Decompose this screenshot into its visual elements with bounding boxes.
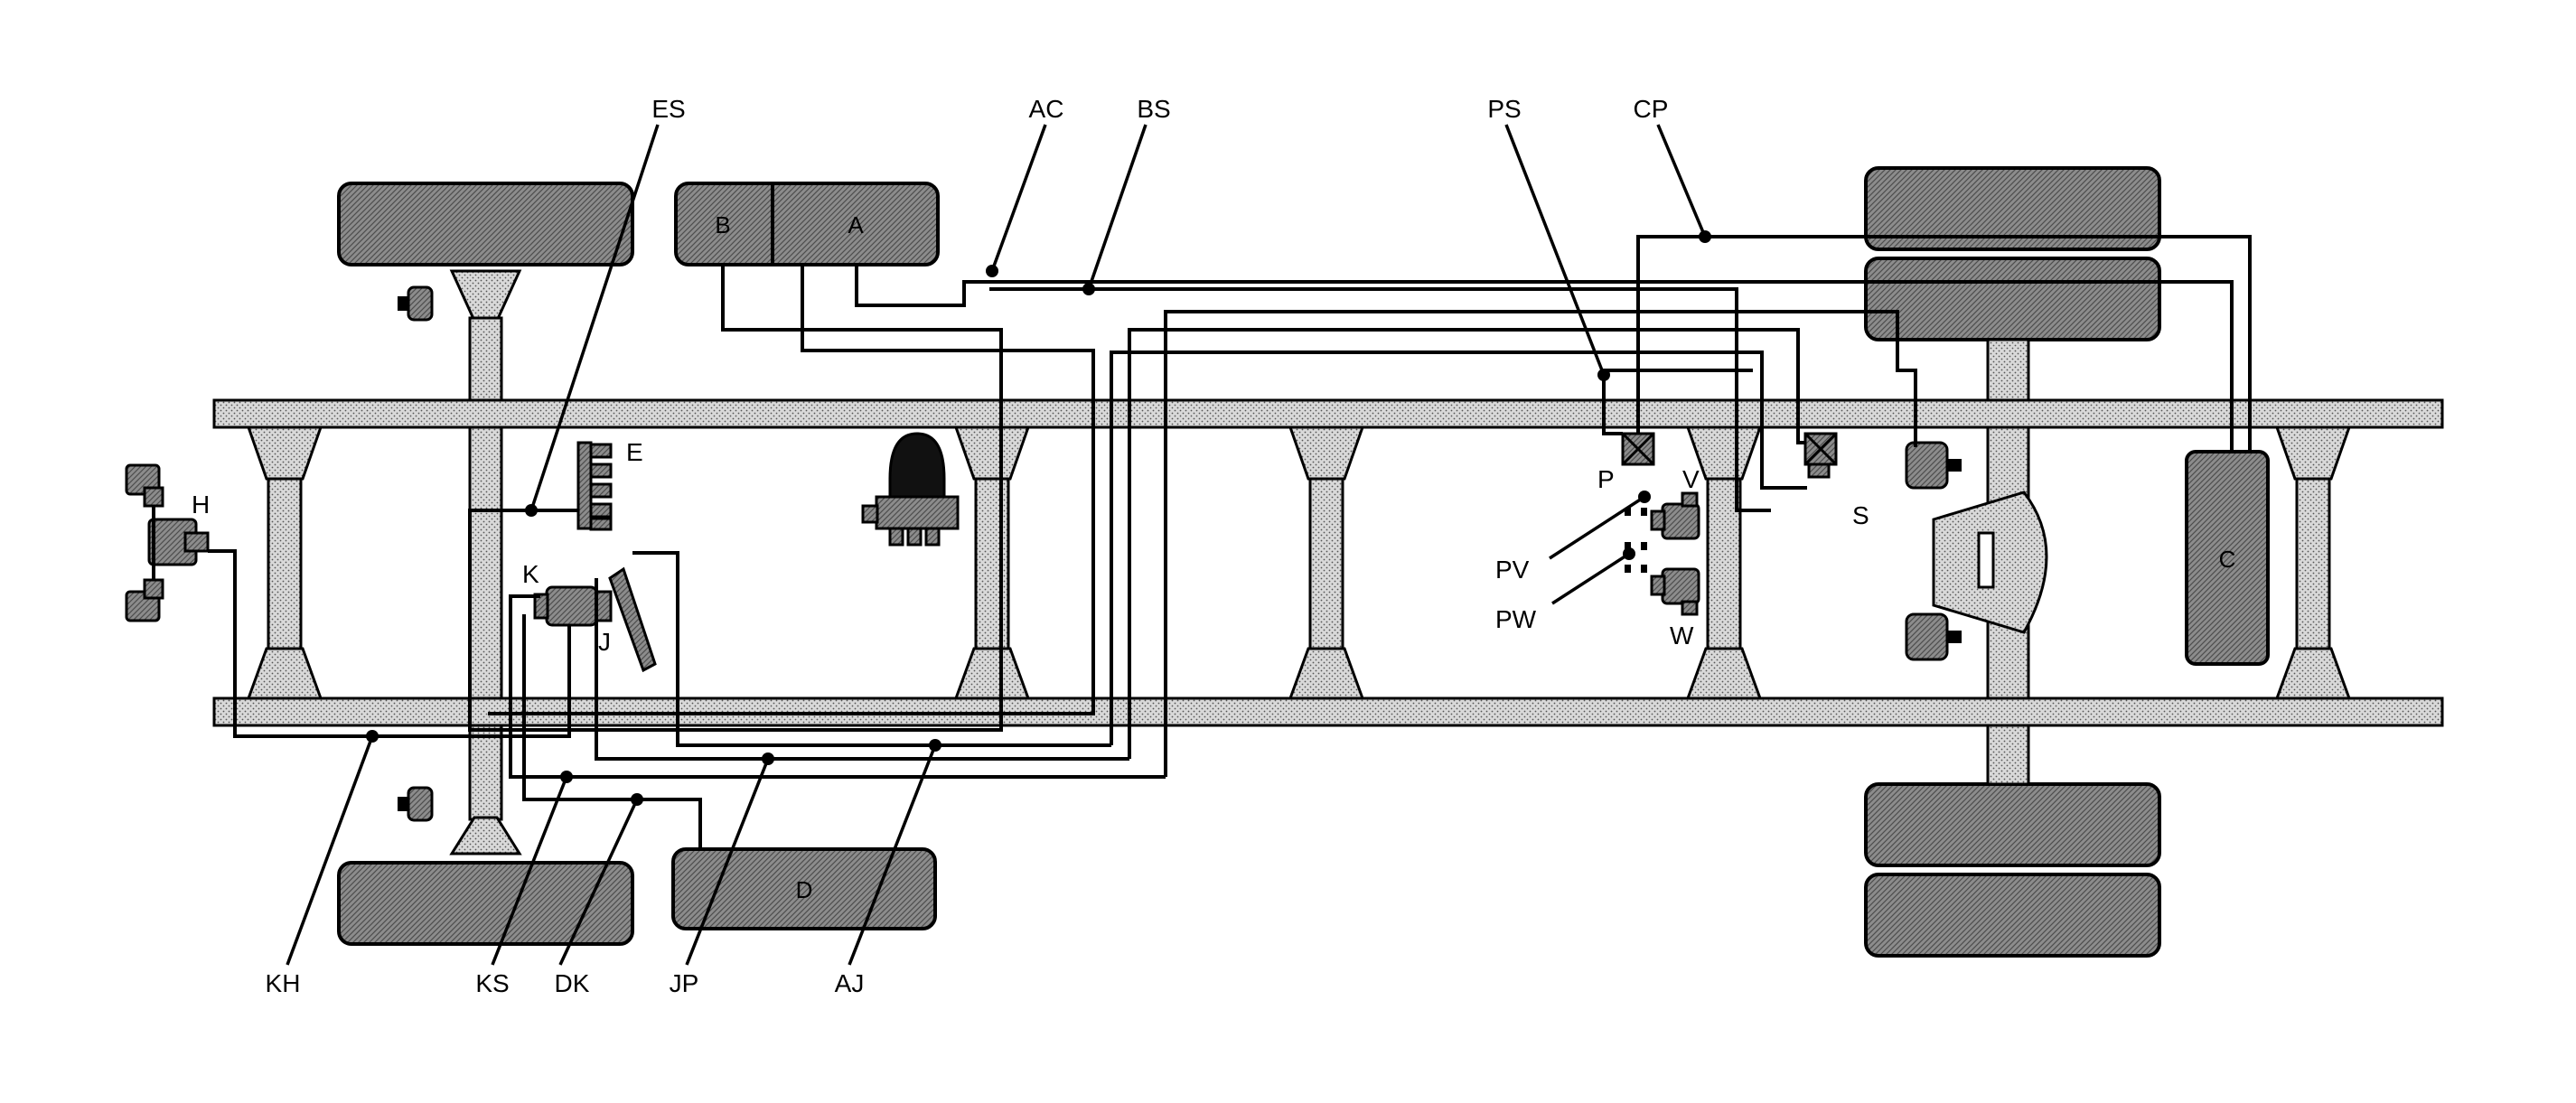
line-kh [208, 549, 571, 738]
line-a [488, 265, 1095, 715]
label-es: ES [651, 95, 685, 123]
frame-rail-top [212, 398, 2444, 429]
manifold-e: E [576, 438, 643, 531]
label-e: E [626, 438, 643, 466]
line-cp [1636, 235, 2252, 452]
valve-s: S [1803, 432, 1869, 529]
pv-pw-fittings [1625, 508, 1647, 573]
front-left-brake-chamber [398, 285, 434, 322]
rear-left-brake-chamber [1905, 441, 1962, 490]
rear-right-outer-tire [1864, 873, 2161, 958]
valve-p: P [1597, 432, 1655, 493]
tank-d-label: D [796, 876, 813, 903]
frame [212, 398, 2444, 727]
tank-ba: B A [674, 182, 940, 266]
tank-d: D [671, 847, 937, 930]
foot-pedal-j: J [598, 566, 657, 673]
tank-ba-body [674, 182, 940, 266]
label-dk: DK [555, 969, 590, 997]
crossmember [1288, 425, 1365, 700]
label-v: V [1682, 465, 1700, 493]
tank-b-label: B [715, 211, 730, 238]
line-ac [855, 265, 2234, 452]
rear-right-brake-chamber [1905, 612, 1962, 661]
line-aj [1110, 351, 1807, 745]
rear-tires [1864, 166, 2161, 958]
front-left-tire [337, 182, 634, 266]
line-ks [509, 594, 1166, 779]
label-p: P [1597, 465, 1615, 493]
label-w: W [1670, 622, 1694, 650]
rear-left-outer-tire [1864, 166, 2161, 251]
line-jp-lower [595, 578, 1129, 761]
label-ac: AC [1029, 95, 1064, 123]
callout-labels: ES AC BS PS CP PV PW KH KS DK JP AJ [266, 95, 1669, 997]
label-s: S [1852, 501, 1869, 529]
brake-valve-k: K [522, 560, 613, 627]
rear-left-inner-tire [1864, 257, 2161, 341]
line-j-aj [632, 551, 1111, 747]
label-cp: CP [1634, 95, 1669, 123]
air-lines [208, 235, 2252, 849]
label-k: K [522, 560, 539, 588]
label-ks: KS [475, 969, 509, 997]
label-pv: PV [1495, 556, 1530, 584]
tank-a-label: A [848, 211, 864, 238]
tank-c-label: C [2219, 546, 2236, 573]
leader-lines [286, 124, 1711, 966]
crossmember [246, 425, 323, 700]
label-h: H [192, 491, 210, 519]
line-p [1602, 369, 1753, 435]
crossmember [2274, 425, 2352, 700]
label-aj: AJ [835, 969, 865, 997]
crossmember [953, 425, 1031, 700]
label-ps: PS [1487, 95, 1521, 123]
label-kh: KH [266, 969, 301, 997]
front-tires [337, 182, 634, 946]
line-ps [1164, 310, 1917, 777]
line-bs [989, 287, 1771, 512]
line-b [468, 265, 1003, 732]
front-right-brake-chamber [398, 786, 434, 822]
label-jp: JP [670, 969, 699, 997]
valve-w: W [1650, 567, 1700, 650]
label-bs: BS [1137, 95, 1170, 123]
line-dk [522, 614, 702, 849]
line-jp [1128, 328, 1805, 759]
label-j: J [598, 628, 611, 656]
valve-h: H [125, 463, 210, 622]
air-dryer [861, 432, 960, 547]
valve-v: V [1650, 465, 1700, 540]
label-pw: PW [1495, 605, 1537, 633]
rear-right-inner-tire [1864, 782, 2161, 867]
tank-c: C [2185, 450, 2270, 666]
front-right-tire [337, 861, 634, 946]
